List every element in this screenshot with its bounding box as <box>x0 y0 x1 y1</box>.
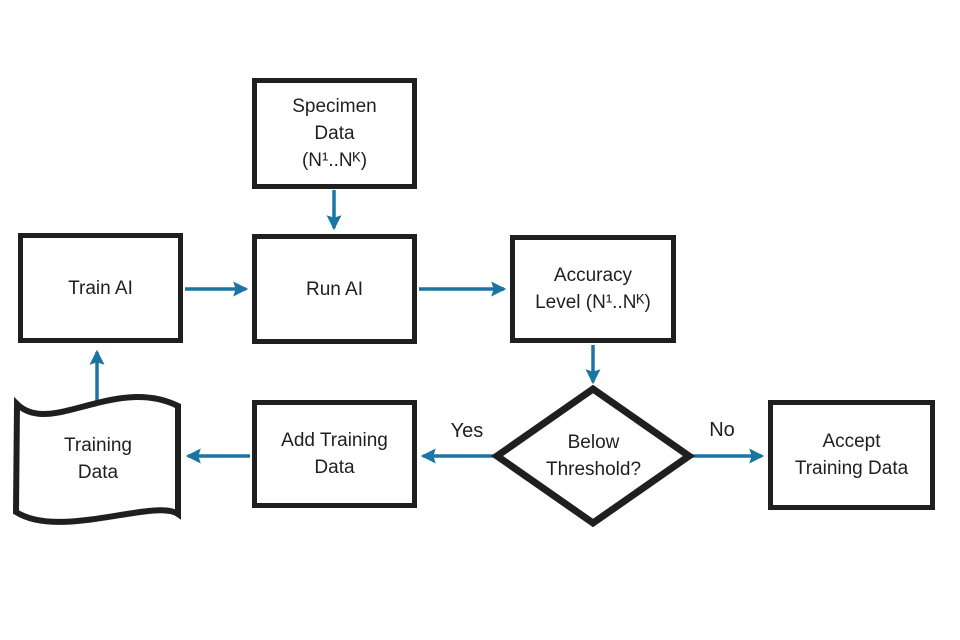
below-threshold-diamond <box>490 384 696 528</box>
node-run-ai: Run AI <box>252 234 417 344</box>
node-training-data-label: Training Data <box>64 435 132 483</box>
node-train-ai: Train AI <box>18 233 183 343</box>
edge-label-no: No <box>709 419 735 441</box>
node-accuracy-level: Accuracy Level (N¹..Nᴷ) <box>510 235 676 343</box>
node-specimen-data: Specimen Data (N¹..Nᴷ) <box>252 78 417 189</box>
node-below-threshold-label: Below Threshold? <box>545 432 642 480</box>
node-add-training-data: Add Training Data <box>252 400 417 508</box>
node-accept-training-data: Accept Training Data <box>768 400 935 510</box>
edge-label-yes: Yes <box>450 420 484 442</box>
training-data-shape <box>12 394 181 525</box>
